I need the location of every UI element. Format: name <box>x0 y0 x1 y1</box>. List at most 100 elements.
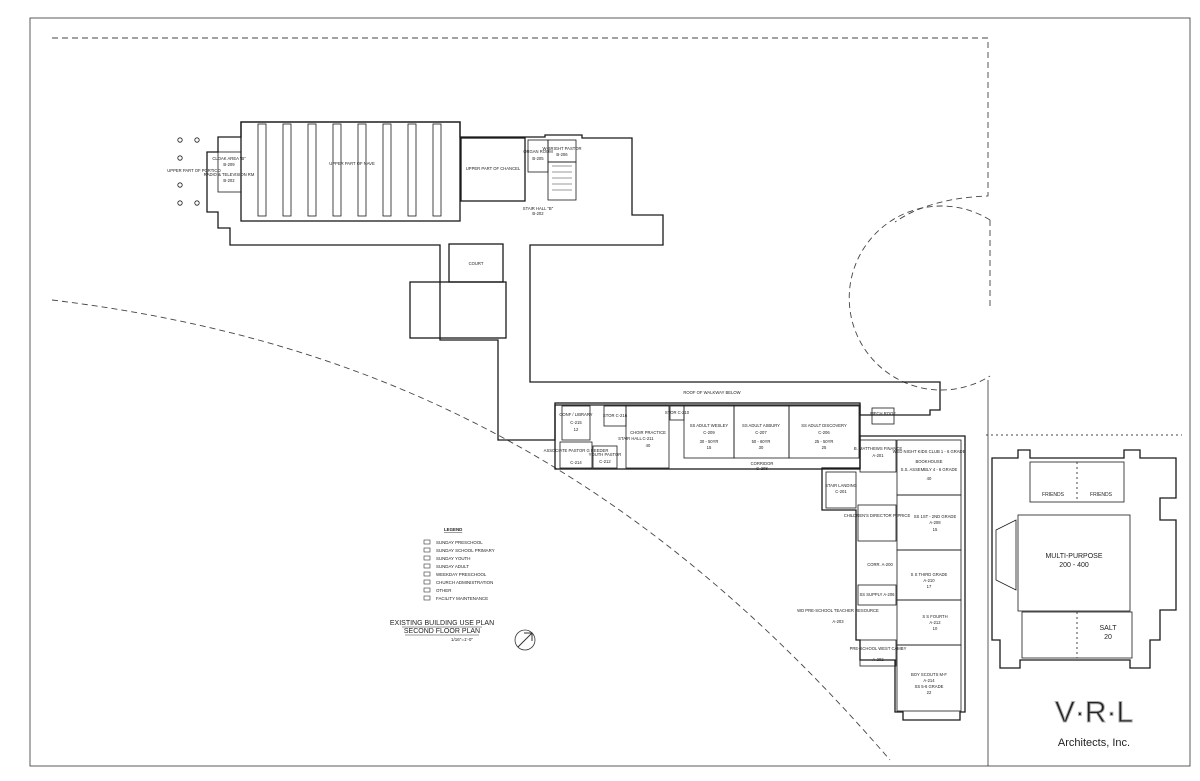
legend-swatch <box>423 571 431 577</box>
label-choir-no: C-211 <box>642 436 654 441</box>
label-finance: B. MATTHEWS FINANCE <box>854 446 903 451</box>
label-nave: UPPER PART OF NAVE <box>329 161 375 166</box>
legend-item: OTHER <box>436 588 451 593</box>
vrl-logo-mark: V·R·L <box>1055 696 1133 729</box>
north-arrow-icon <box>514 629 536 651</box>
label-wed-club-n: 40 <box>927 476 932 481</box>
room-childrens-director <box>857 504 897 542</box>
label-friends2: FRIENDS <box>1090 492 1113 498</box>
label-supply: SS SUPPLY A-206 <box>860 592 896 597</box>
sheet-border <box>29 17 1191 767</box>
label-scouts: BOY SCOUTS M-F <box>911 672 947 677</box>
label-stor-c2: STOR C-210 <box>665 410 690 415</box>
label-third-n: 17 <box>927 584 932 589</box>
room-conf-library <box>561 405 591 441</box>
label-corr-a: CORR. A-200 <box>867 562 893 567</box>
label-corridor: CORRIDOR <box>751 461 774 466</box>
label-wesley-m: 15 <box>707 445 712 450</box>
legend-item: CHURCH ADMINISTRATION <box>436 580 493 585</box>
label-discovery: SS ADULT DISCOVERY <box>801 423 847 428</box>
label-multipurpose-n: 200 - 400 <box>1059 562 1089 569</box>
fellowship-hall-inset: FRIENDS FRIENDS MULTI-PURPOSE 200 - 400 … <box>986 380 1182 766</box>
stair-b <box>547 161 577 201</box>
title-line1: EXISTING BUILDING USE PLAN <box>390 620 494 627</box>
wing-a-outline <box>821 435 966 721</box>
label-mech: MECH ROOF <box>870 411 896 416</box>
cloak-room <box>217 151 242 193</box>
label-third: S S THIRD GRADE <box>911 572 948 577</box>
connector-block <box>409 281 507 339</box>
room-supply <box>857 584 897 606</box>
label-asbury: SS ADULT ASBURY <box>742 423 780 428</box>
label-stair-landing-no: C-201 <box>835 489 847 494</box>
room-youth-pastor <box>592 445 618 469</box>
label-youth: YOUTH PASTOR <box>589 452 622 457</box>
room-scouts <box>896 644 962 712</box>
label-pastor: W-BRIGHT PASTOR <box>542 146 581 151</box>
label-upper-portico: UPPER PART OF PORTICO <box>167 168 221 173</box>
label-discovery-no: C-206 <box>818 430 830 435</box>
label-choir: CHOIR PRACTICE <box>630 430 666 435</box>
mech-roof <box>871 407 895 425</box>
legend-item: SUNDAY ADULT <box>436 564 469 569</box>
label-third-no: A-210 <box>923 578 935 583</box>
sanctuary-block: UPPER PART OF PORTICO UPPER PART OF NAVE… <box>167 121 941 441</box>
chancel-wall <box>460 137 526 202</box>
legend-swatch <box>423 547 431 553</box>
pews <box>257 123 442 217</box>
label-asbury-m: 30 <box>759 445 764 450</box>
label-wesley-no: C-209 <box>703 430 715 435</box>
label-grade-1-2-no: A-208 <box>929 520 941 525</box>
label-scouts-no: A-214 <box>923 678 935 683</box>
portico-columns <box>177 137 200 206</box>
label-assoc-no: C-214 <box>570 460 582 465</box>
multipurpose-room <box>1017 514 1131 612</box>
label-assoc: ASSOCIATE PASTOR G REEDER <box>544 448 609 453</box>
nave-wall <box>240 121 461 222</box>
label-stair-b: STAIR HALL "B" <box>523 206 554 211</box>
legend-title: LEGEND <box>444 527 462 532</box>
room-finance <box>859 439 897 473</box>
label-finance-no: A-201 <box>872 453 884 458</box>
room-choir <box>625 405 670 469</box>
room-stair-landing <box>825 471 857 509</box>
label-wesley: SS ADULT WESLEY <box>690 423 729 428</box>
label-stor-c: STOR C-216 <box>603 413 628 418</box>
label-preschool-west-no: A-202 <box>872 657 884 662</box>
label-conf: CONF / LIBRARY <box>559 412 592 417</box>
property-line <box>52 37 989 223</box>
legend-swatch <box>423 587 431 593</box>
room-assoc-pastor <box>559 441 593 469</box>
label-fourth: S S FOURTH <box>922 614 947 619</box>
label-asbury-no: C-207 <box>755 430 767 435</box>
wing-c: ROOF OF WALKWAY BELOW CONF / LIBRARY C-2… <box>544 390 897 471</box>
label-preschool-west: PRE-SCHOOL WEST CAMBY <box>850 646 907 651</box>
label-friends1: FRIENDS <box>1042 492 1065 498</box>
legend-item: SUNDAY PRESCHOOL <box>436 540 483 545</box>
drawing-title: EXISTING BUILDING USE PLAN SECOND FLOOR … <box>390 620 494 642</box>
label-conf-n: 12 <box>574 427 579 432</box>
label-youth-no: C-212 <box>599 459 611 464</box>
label-stair-landing: STAIR LANDING <box>825 483 857 488</box>
cul-de-sac-line <box>848 205 991 391</box>
label-preschool-res-no: A-203 <box>832 619 844 624</box>
wing-a: B. MATTHEWS FINANCE A-201 WED NIGHT KIDS… <box>797 435 966 721</box>
label-organ-no: B-205 <box>532 156 544 161</box>
label-wesley-n: 30 - 50YR <box>700 439 719 444</box>
legend-item: SUNDAY SCHOOL PRIMARY <box>436 548 495 553</box>
room-preschool-west <box>859 639 897 667</box>
label-cloak: CLOAK AREA "B" <box>212 156 246 161</box>
legend-swatch <box>423 563 431 569</box>
legend-item: SUNDAY YOUTH <box>436 556 470 561</box>
label-choir-n: 40 <box>646 443 651 448</box>
label-stair-hall: STAIR HALL <box>618 436 642 441</box>
label-chancel: UPPER PART OF CHANCEL <box>466 166 521 171</box>
label-salt: SALT <box>1100 625 1118 632</box>
label-wed-club-sub2: S.S. ASSEMBLY 4 - 6 GRADE <box>901 467 958 472</box>
main-building-outline <box>206 121 941 441</box>
label-wed-club-sub: BOOKHOUSE <box>916 459 943 464</box>
label-grade-1-2: SS 1ST - 2ND GRADE <box>914 514 957 519</box>
label-scouts-sub: SS 5-6 GRADE <box>915 684 944 689</box>
label-discovery-m: 25 <box>822 445 827 450</box>
